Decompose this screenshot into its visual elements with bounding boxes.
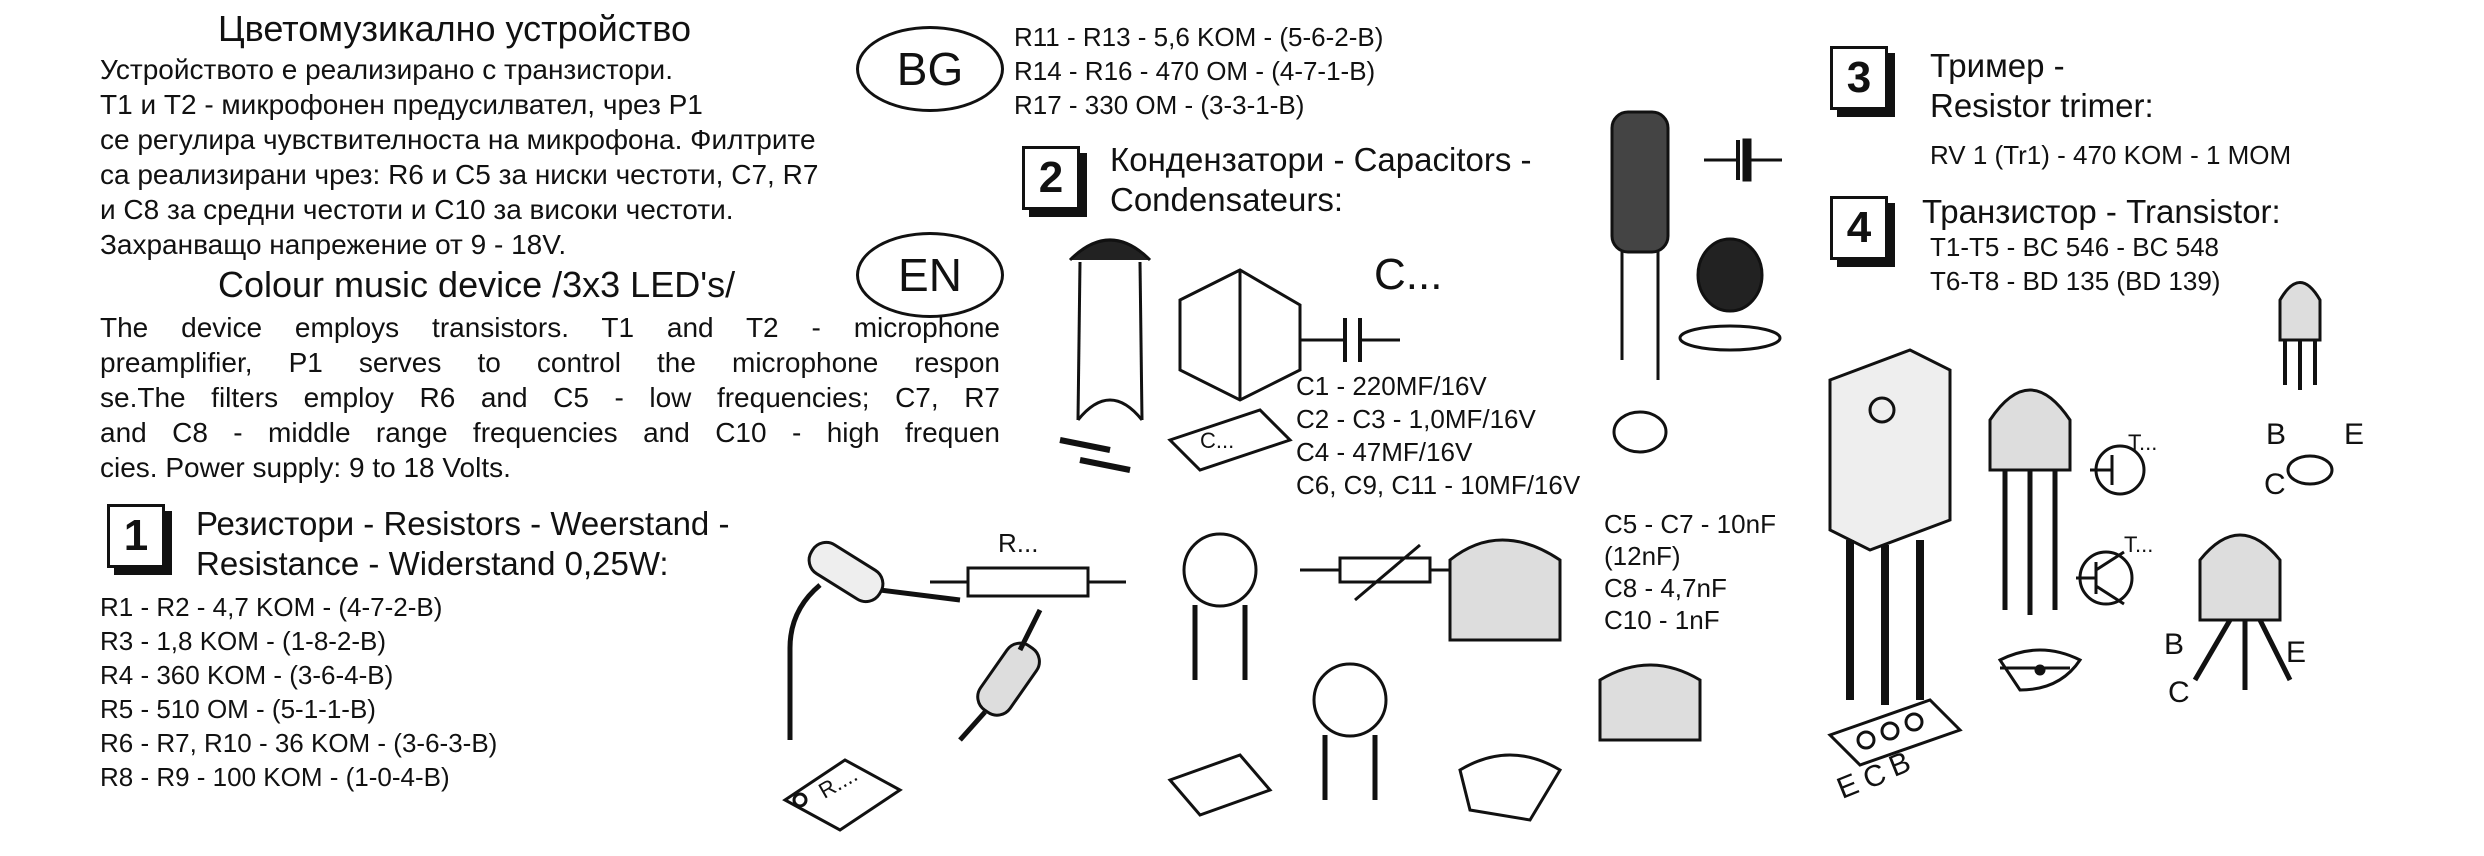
capacitor-body-label: C...: [1200, 428, 1234, 453]
en-line: cies. Power supply: 9 to 18 Volts.: [100, 452, 511, 483]
bg-line: се регулира чувствителноста на микрофона…: [100, 124, 816, 155]
capacitor-item: C8 - 4,7nF: [1604, 573, 1727, 603]
power-transistor-drawing: [1827, 348, 1963, 767]
resistor-item: R17 - 330 OM - (3-3-1-B): [1014, 90, 1305, 120]
en-description: The device employs transistors. T1 and T…: [100, 310, 1000, 485]
bg-line: и C8 за средни честоти и C10 за високи ч…: [100, 194, 734, 225]
capacitor-item: C1 - 220MF/16V: [1296, 371, 1487, 401]
electrolytic-capacitor-drawing: [1610, 110, 1782, 454]
resistor-symbol: [930, 566, 1126, 598]
resistor-item: R5 - 510 OM - (5-1-1-B): [100, 694, 376, 724]
transistor-footprints: [1997, 648, 2083, 692]
resistor-item: R3 - 1,8 KOM - (1-8-2-B): [100, 626, 387, 656]
capacitor-item: C2 - C3 - 1,0MF/16V: [1296, 404, 1536, 434]
trimmer-item: RV 1 (Tr1) - 470 KOM - 1 MOM: [1930, 140, 2292, 170]
bg-line: T1 и T2 - микрофонен предусилвател, чрез…: [100, 89, 703, 120]
capacitors-heading: Кондензатори - Capacitors - Condensateur…: [1110, 140, 1532, 220]
resistors-heading: Резистори - Resistors - Weerstand - Resi…: [196, 504, 729, 584]
small-transistor-drawings: [1988, 281, 2334, 690]
en-line: The device employs transistors. T1 and T…: [100, 312, 1000, 343]
transistor-symbol-label: T...: [2128, 430, 2158, 455]
resistor-item: R1 - R2 - 4,7 KOM - (4-7-2-B): [100, 592, 443, 622]
section-number-transistors: 4: [1830, 196, 1888, 260]
resistor-item: R11 - R13 - 5,6 KOM - (5-6-2-B): [1014, 22, 1384, 52]
bg-line: са реализирани чрез: R6 и C5 за ниски че…: [100, 159, 819, 190]
resistor-list: R1 - R2 - 4,7 KOM - (4-7-2-B) R3 - 1,8 K…: [100, 590, 497, 794]
film-capacitor-drawing: C...: [1167, 268, 1302, 472]
to92-pin-e: E: [2344, 418, 2365, 451]
to92-pin-b: B: [2266, 418, 2287, 451]
section-number-capacitors: 2: [1022, 146, 1080, 210]
section-number-trimmer: 3: [1830, 46, 1888, 110]
to92-bottom-pin-c: C: [2168, 676, 2190, 709]
en-title: Colour music device /3x3 LED's/: [218, 264, 736, 305]
capacitor-item: C4 - 47MF/16V: [1296, 437, 1473, 467]
resistor-list-continued: R11 - R13 - 5,6 KOM - (5-6-2-B) R14 - R1…: [1014, 20, 1383, 122]
capacitor-item: (12nF): [1604, 541, 1681, 571]
to92-bottom-pin-b: B: [2164, 628, 2185, 661]
transistor-item: T1-T5 - BC 546 - BC 548: [1930, 232, 2219, 262]
section-number-resistors: 1: [107, 504, 165, 568]
resistor-item: R6 - R7, R10 - 36 KOM - (3-6-3-B): [100, 728, 498, 758]
resistors-heading-line: Resistance - Widerstand 0,25W:: [196, 545, 669, 582]
bg-line: Устройството е реализирано с транзистори…: [100, 54, 673, 85]
capacitor-item: C6, C9, C11 - 10MF/16V: [1296, 470, 1581, 500]
capacitors-heading-line: Condensateurs:: [1110, 181, 1343, 218]
to92-bottom-pin-e: E: [2286, 636, 2307, 669]
trimmer-heading-line: Тример -: [1930, 47, 2065, 84]
resistor-item: R4 - 360 KOM - (3-6-4-B): [100, 660, 394, 690]
resistor-item: R8 - R9 - 100 KOM - (1-0-4-B): [100, 762, 450, 792]
resistors-heading-line: Резистори - Resistors - Weerstand -: [196, 505, 730, 542]
resistor-upright-drawing: [958, 608, 1043, 742]
bg-title: Цветомузикално устройство: [218, 8, 691, 49]
trimmer-heading-line: Resistor trimer:: [1930, 87, 2154, 124]
en-language-badge: EN: [856, 232, 1004, 318]
resistor-footprint: [782, 758, 903, 832]
capacitor-symbol: [1300, 318, 1400, 362]
trimmer-drawings: [1167, 532, 1702, 822]
capacitors-heading-line: Кондензатори - Capacitors -: [1110, 141, 1532, 178]
transistor-symbols: [2076, 444, 2146, 606]
electrolytic-capacitor-list: C1 - 220MF/16V C2 - C3 - 1,0MF/16V C4 - …: [1296, 370, 1580, 502]
transistor-list: T1-T5 - BC 546 - BC 548 T6-T8 - BD 135 (…: [1930, 230, 2220, 298]
trimmer-heading: Тример - Resistor trimer:: [1930, 46, 2154, 126]
bg-language-badge: BG: [856, 26, 1004, 112]
to92-pin-c: C: [2264, 468, 2286, 501]
en-line: preamplifier, P1 serves to control the m…: [100, 347, 1000, 378]
capacitor-item: C10 - 1nF: [1604, 605, 1720, 635]
resistor-item: R14 - R16 - 470 OM - (4-7-1-B): [1014, 56, 1376, 86]
bg-line: Захранващо напрежение от 9 - 18V.: [100, 229, 567, 260]
transistor-item: T6-T8 - BD 135 (BD 139): [1930, 266, 2221, 296]
resistor-drawing: [787, 540, 961, 740]
transistors-heading: Транзистор - Transistor:: [1922, 193, 2281, 230]
bg-description: Устройството е реализирано с транзистори…: [100, 52, 818, 262]
en-line: and C8 - middle range frequencies and C1…: [100, 417, 1000, 448]
en-line: se.The filters employ R6 and C5 - low fr…: [100, 382, 1000, 413]
transistor-symbol-label: T...: [2124, 532, 2154, 557]
ceramic-capacitor-list: C5 - C7 - 10nF (12nF) C8 - 4,7nF C10 - 1…: [1604, 508, 1776, 636]
capacitor-item: C5 - C7 - 10nF: [1604, 509, 1776, 539]
capacitor-symbol-label: C...: [1374, 250, 1443, 299]
ceramic-capacitor-drawing: [1059, 238, 1152, 473]
resistor-symbol-label: R...: [998, 528, 1039, 558]
